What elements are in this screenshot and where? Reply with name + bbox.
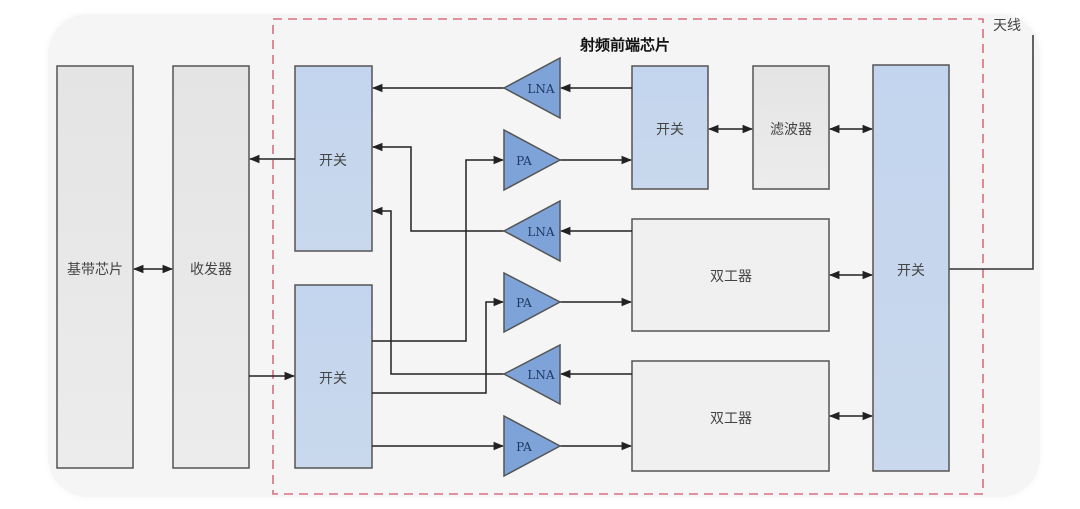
link-lna2-out xyxy=(371,142,504,232)
lna-2-amplifier: LNA xyxy=(502,199,561,263)
link-pa1-in xyxy=(372,155,505,342)
duplexer-2-block: 双工器 xyxy=(631,360,830,472)
switch-band-label: 开关 xyxy=(656,122,684,138)
baseband-chip-block: 基带芯片 xyxy=(56,65,134,469)
duplexer-2-label: 双工器 xyxy=(710,411,752,427)
rf-chip-title: 射频前端芯片 xyxy=(579,36,670,54)
switch-upper-block: 开关 xyxy=(294,65,373,252)
lna-2-label: LNA xyxy=(527,225,554,239)
pa-2-label: PA xyxy=(516,296,532,310)
antenna-label: 天线 xyxy=(993,18,1021,34)
connections xyxy=(132,83,874,451)
switch-lower-label: 开关 xyxy=(319,371,347,387)
switch-antenna-block: 开关 xyxy=(872,64,950,472)
transceiver-block: 收发器 xyxy=(172,65,250,469)
antenna-line xyxy=(949,35,1034,270)
link-lna3-out xyxy=(371,206,504,375)
pa-3-amplifier: PA xyxy=(503,414,562,478)
lna-1-amplifier: LNA xyxy=(502,56,561,120)
link-pa2-in xyxy=(372,297,505,394)
switch-band-block: 开关 xyxy=(631,65,709,190)
duplexer-1-label: 双工器 xyxy=(710,269,752,285)
lna-1-label: LNA xyxy=(527,82,554,96)
duplexer-1-block: 双工器 xyxy=(631,218,830,332)
transceiver-label: 收发器 xyxy=(190,262,232,278)
baseband-chip-label: 基带芯片 xyxy=(67,261,123,278)
pa-2-amplifier: PA xyxy=(503,271,562,334)
rf-chip-boundary xyxy=(272,18,984,495)
filter-label: 滤波器 xyxy=(770,122,812,138)
lna-3-label: LNA xyxy=(527,368,554,382)
switch-lower-block: 开关 xyxy=(294,284,373,469)
pa-3-label: PA xyxy=(516,440,532,454)
pa-1-label: PA xyxy=(516,154,532,168)
switch-antenna-label: 开关 xyxy=(897,263,925,279)
switch-upper-label: 开关 xyxy=(319,153,347,169)
filter-block: 滤波器 xyxy=(752,65,830,190)
pa-1-amplifier: PA xyxy=(503,128,562,192)
lna-3-amplifier: LNA xyxy=(502,343,561,406)
